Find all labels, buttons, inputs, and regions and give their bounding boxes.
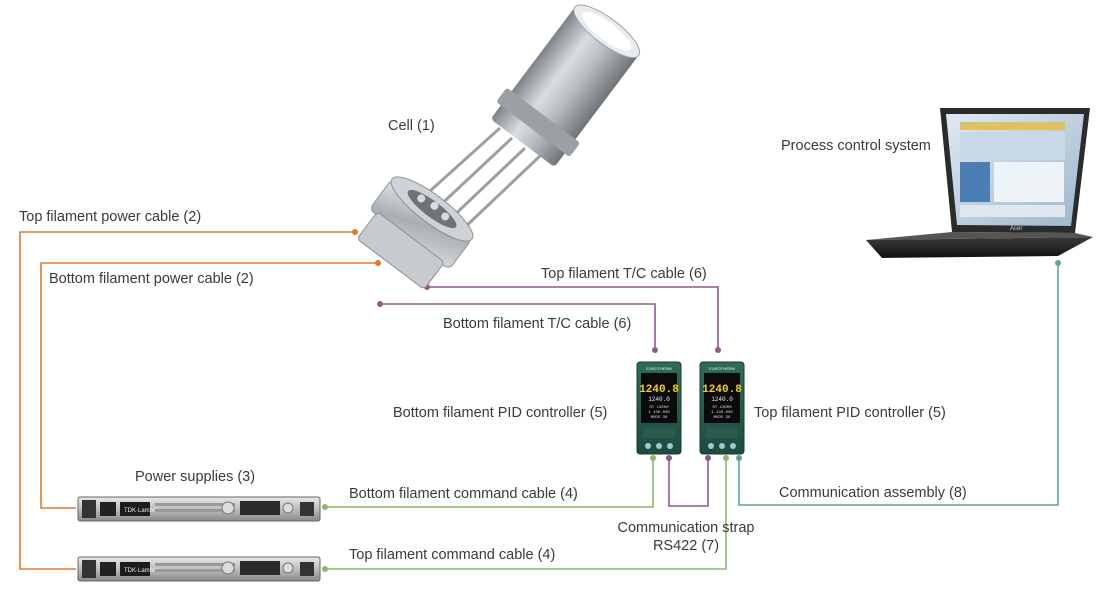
cell-label: Cell (1) [388, 118, 435, 134]
bottom-tc-connector-cell [377, 301, 383, 307]
strap-connector-left [666, 455, 672, 461]
effusion-cell [358, 4, 641, 289]
bottom-filament-tc-cable [380, 303, 656, 350]
svg-text:ST 13000: ST 13000 [712, 406, 732, 410]
svg-text:1240.8: 1240.8 [639, 384, 679, 396]
bottom-tc-connector-ctrl [652, 347, 658, 353]
bottom-power-connector [375, 260, 381, 266]
top-cmd-connector-ps [322, 566, 328, 572]
bottom-filament-power-label: Bottom filament power cable (2) [49, 271, 254, 287]
svg-text:1240.0: 1240.0 [711, 396, 733, 403]
process-control-label: Process control system [781, 138, 931, 154]
pid-controller-bottom: EUROTHERM 1240.8 1240.0 ST 13000 1 130.0… [636, 361, 682, 455]
svg-text:EUROTHERM: EUROTHERM [709, 366, 735, 371]
pid-controller-top: EUROTHERM 1240.8 1240.0 ST 13000 1 130.0… [699, 361, 745, 455]
top-tc-connector-ctrl [715, 347, 721, 353]
comm-strap-line1: Communication strap [617, 520, 755, 536]
svg-text:ST 13000: ST 13000 [649, 406, 669, 410]
svg-text:MODE 30: MODE 30 [651, 416, 668, 420]
top-filament-tc-cable [427, 286, 719, 350]
svg-text:MODE 30: MODE 30 [714, 416, 731, 420]
comm-assembly-label: Communication assembly (8) [779, 485, 967, 501]
comm-connector-ctrl [736, 455, 742, 461]
bottom-cmd-connector-ctrl [650, 455, 656, 461]
comm-strap-line2: RS422 (7) [652, 538, 720, 554]
strap-connector-right [705, 455, 711, 461]
top-pid-label: Top filament PID controller (5) [754, 405, 946, 421]
power-supplies-label: Power supplies (3) [135, 469, 256, 485]
bottom-filament-tc-label: Bottom filament T/C cable (6) [443, 316, 632, 332]
comm-connector-pc [1055, 260, 1061, 266]
communication-assembly-cable [738, 263, 1059, 506]
power-supply-bottom: TDK·Lambda [77, 496, 321, 522]
laptop-brand: Acer [1010, 226, 1022, 232]
bottom-filament-command-cable [325, 458, 654, 508]
top-filament-tc-label: Top filament T/C cable (6) [541, 266, 707, 282]
bottom-cmd-connector-ps [322, 504, 328, 510]
top-filament-command-cable [325, 458, 727, 570]
comm-strap-label: Communication strap RS422 (7) [606, 519, 766, 555]
top-command-label: Top filament command cable (4) [349, 547, 556, 563]
communication-strap-cable [668, 458, 709, 507]
svg-text:EUROTHERM: EUROTHERM [646, 366, 672, 371]
ps-brand-label: TDK·Lambda [124, 568, 160, 574]
ps-brand-label: TDK·Lambda [124, 508, 160, 514]
laptop: Acer [866, 108, 1093, 258]
top-filament-power-label: Top filament power cable (2) [19, 209, 202, 225]
top-power-connector [352, 229, 358, 235]
svg-text:1240.0: 1240.0 [648, 396, 670, 403]
bottom-pid-label: Bottom filament PID controller (5) [393, 405, 608, 421]
power-supply-top: TDK·Lambda [77, 556, 321, 582]
svg-text:1 130.000: 1 130.000 [648, 411, 670, 415]
bottom-command-label: Bottom filament command cable (4) [349, 486, 578, 502]
svg-text:1 130.000: 1 130.000 [711, 411, 733, 415]
top-filament-power-cable [19, 231, 355, 570]
bottom-filament-power-cable [40, 262, 378, 509]
top-cmd-connector-ctrl [723, 455, 729, 461]
svg-text:1240.8: 1240.8 [702, 384, 742, 396]
